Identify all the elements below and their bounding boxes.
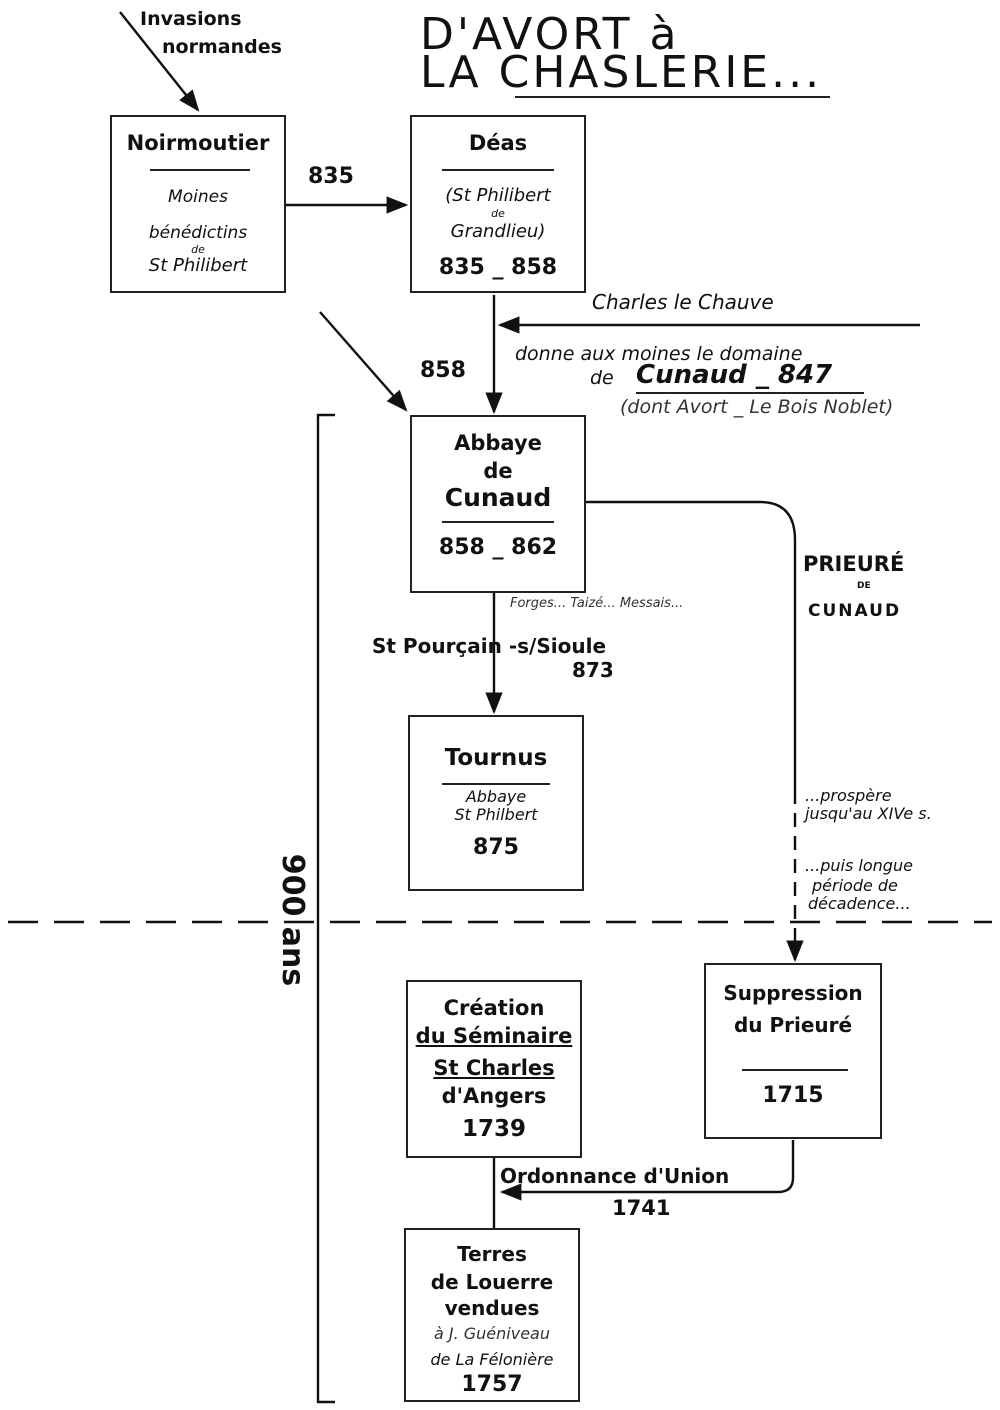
deas-line-1: (St Philibert bbox=[445, 185, 551, 206]
arrow-suppression-union bbox=[499, 1140, 795, 1201]
arrow-858-label: 858 bbox=[420, 358, 466, 383]
decadence-line-2: période de bbox=[812, 876, 898, 895]
cunaud-rule bbox=[442, 521, 554, 523]
charles-line-2: donne aux moines le domaine bbox=[515, 343, 803, 365]
seminaire-line-2: du Séminaire bbox=[415, 1024, 573, 1048]
box-suppression: Suppression du Prieuré 1715 bbox=[704, 963, 882, 1139]
box-deas: Déas (St Philibert de Grandlieu) 835 _ 8… bbox=[410, 115, 586, 293]
union-line-2: 1741 bbox=[612, 1196, 671, 1220]
pourcain-line-1: St Pourçain -s/Sioule bbox=[372, 634, 607, 658]
box-cunaud: Abbaye de Cunaud 858 _ 862 bbox=[410, 415, 586, 593]
union-line-1: Ordonnance d'Union bbox=[500, 1164, 730, 1188]
box-seminaire: Création du Séminaire St Charles d'Anger… bbox=[406, 980, 582, 1158]
deas-line-2: de bbox=[491, 207, 505, 220]
deas-rule bbox=[442, 169, 554, 171]
suppression-rule bbox=[742, 1069, 848, 1071]
noirmoutier-line-1: Moines bbox=[168, 187, 228, 207]
louerre-line-4: à J. Guéniveau bbox=[433, 1324, 550, 1343]
arrow-invasions-2 bbox=[319, 311, 408, 412]
cunaud-line-3: Cunaud bbox=[444, 483, 552, 512]
tournus-line-1: Abbaye bbox=[465, 787, 527, 806]
decadence-line-1: ...puis longue bbox=[805, 856, 913, 875]
prospere-line-1: ...prospère bbox=[805, 786, 892, 805]
seminaire-line-1: Création bbox=[443, 996, 545, 1020]
suppression-line-2: du Prieuré bbox=[733, 1013, 853, 1037]
charles-line-4: (dont Avort _ Le Bois Noblet) bbox=[620, 396, 894, 418]
prospere-line-2: jusqu'au XIVe s. bbox=[805, 804, 932, 823]
years-label: 900 ans bbox=[275, 854, 310, 987]
louerre-line-1: Terres bbox=[457, 1242, 527, 1266]
tournus-rule bbox=[442, 783, 550, 785]
arrow-cunaud-prieure bbox=[583, 500, 797, 790]
charles-line-3-name: Cunaud _ 847 bbox=[636, 360, 833, 390]
charles-line-1: Charles le Chauve bbox=[592, 290, 774, 314]
noirmoutier-line-4: St Philibert bbox=[148, 255, 248, 276]
invasions-label-2: normandes bbox=[162, 36, 282, 58]
seminaire-line-4: d'Angers bbox=[441, 1084, 547, 1108]
box-tournus: Tournus Abbaye St Philbert 875 bbox=[408, 715, 584, 891]
louerre-date: 1757 bbox=[461, 1372, 523, 1397]
charles-line-3-prefix: de bbox=[590, 367, 614, 389]
cunaud-847-underline bbox=[636, 392, 864, 394]
prieure-label-3: CUNAUD bbox=[808, 601, 902, 621]
suppression-line-1: Suppression bbox=[723, 981, 863, 1005]
tournus-title: Tournus bbox=[444, 745, 548, 771]
cunaud-line-1: Abbaye bbox=[454, 431, 542, 455]
invasions-label-1: Invasions bbox=[140, 8, 242, 30]
title-underline bbox=[515, 96, 830, 98]
prieure-label-2: DE bbox=[857, 581, 871, 591]
noirmoutier-rule bbox=[150, 169, 250, 171]
deas-line-3: Grandlieu) bbox=[450, 221, 546, 242]
tournus-line-2: St Philbert bbox=[454, 805, 538, 824]
seminaire-date: 1739 bbox=[461, 1116, 526, 1142]
deas-dates: 835 _ 858 bbox=[438, 255, 558, 280]
box-louerre: Terres de Louerre vendues à J. Guéniveau… bbox=[404, 1228, 580, 1402]
arrow-835-label: 835 bbox=[308, 164, 354, 189]
deas-title: Déas bbox=[468, 131, 528, 155]
arrow-invasions bbox=[119, 11, 200, 112]
decadence-line-3: décadence... bbox=[808, 894, 911, 913]
noirmoutier-title: Noirmoutier bbox=[126, 131, 270, 155]
louerre-line-2: de Louerre bbox=[430, 1270, 554, 1294]
suppression-date: 1715 bbox=[762, 1083, 824, 1108]
title-line-2: LA CHASLERIE... bbox=[420, 47, 823, 98]
cunaud-line-2: de bbox=[483, 459, 513, 483]
prieure-label-1: PRIEURÉ bbox=[803, 552, 905, 576]
pourcain-line-2: 873 bbox=[572, 658, 614, 682]
tournus-date: 875 bbox=[473, 835, 519, 860]
louerre-line-5: de La Félonière bbox=[430, 1350, 554, 1369]
seminaire-line-3: St Charles bbox=[433, 1056, 555, 1080]
forges-label: Forges... Taizé... Messais... bbox=[510, 596, 684, 611]
title-line-1: D'AVORT à bbox=[420, 9, 680, 60]
louerre-line-3: vendues bbox=[444, 1296, 540, 1320]
noirmoutier-line-3: de bbox=[191, 243, 205, 256]
cunaud-dates: 858 _ 862 bbox=[438, 535, 558, 560]
noirmoutier-line-2: bénédictins bbox=[148, 223, 248, 243]
timeline-bracket bbox=[316, 413, 335, 1404]
box-noirmoutier: Noirmoutier Moines bénédictins de St Phi… bbox=[110, 115, 286, 293]
